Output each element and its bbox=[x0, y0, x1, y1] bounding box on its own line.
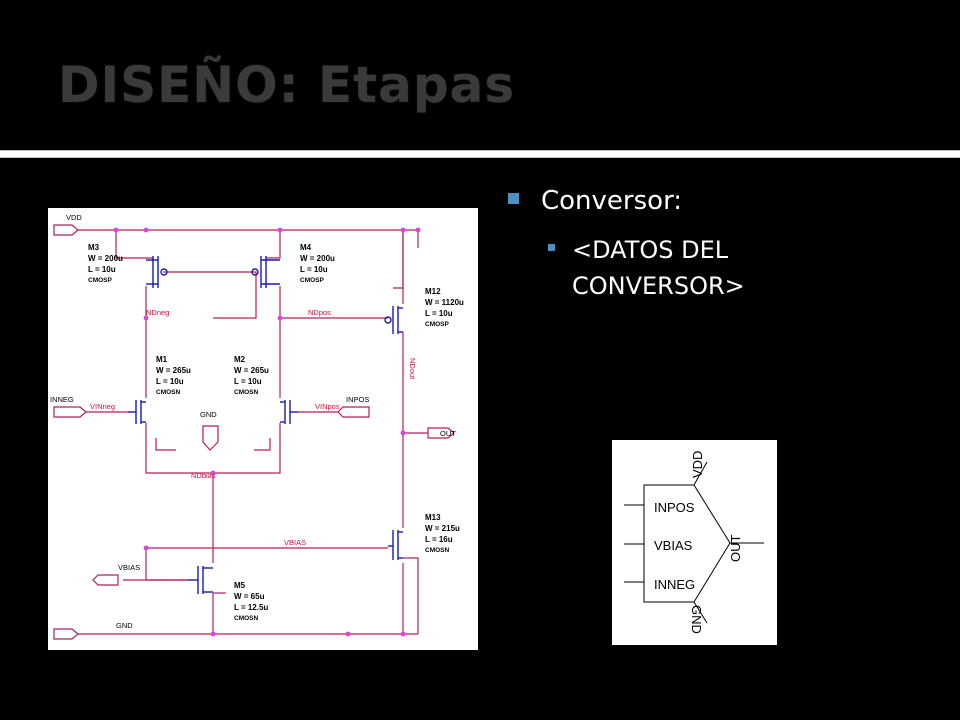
svg-text:CMOSN: CMOSN bbox=[234, 615, 259, 622]
symbol-label-gnd: GND bbox=[689, 605, 704, 634]
svg-text:W = 200u: W = 200u bbox=[88, 254, 123, 263]
junction-dots bbox=[113, 227, 421, 637]
sub-bullet-datos-text: <DATOS DEL CONVERSOR> bbox=[572, 236, 745, 300]
pin-label-vdd: VDD bbox=[66, 213, 82, 222]
bullet-conversor-text: Conversor: bbox=[541, 186, 683, 216]
pins bbox=[53, 224, 455, 640]
sub-bullet-square-icon bbox=[548, 244, 555, 251]
pin-label-gnd-symbol: GND bbox=[200, 410, 217, 419]
net-label-ndbias: NDbias bbox=[191, 471, 216, 480]
pin-label-out: OUT bbox=[440, 429, 456, 438]
svg-text:CMOSN: CMOSN bbox=[234, 389, 259, 396]
svg-text:CMOSP: CMOSP bbox=[88, 277, 113, 284]
svg-text:M3: M3 bbox=[88, 243, 100, 252]
wires bbox=[78, 229, 428, 635]
m1-params: M1 W = 265u L = 10u CMOSN bbox=[156, 355, 191, 396]
svg-text:L = 10u: L = 10u bbox=[88, 265, 116, 274]
svg-text:W = 1120u: W = 1120u bbox=[425, 298, 464, 307]
svg-text:W = 265u: W = 265u bbox=[156, 366, 191, 375]
svg-text:L = 16u: L = 16u bbox=[425, 535, 453, 544]
slide-title: DISEÑO: Etapas bbox=[58, 56, 516, 114]
block-symbol-outline bbox=[624, 461, 764, 624]
title-separator bbox=[0, 150, 960, 158]
title-bar: DISEÑO: Etapas bbox=[0, 0, 960, 150]
m3-params: M3 W = 200u L = 10u CMOSP bbox=[88, 243, 123, 284]
opamp-block-symbol: INPOS VBIAS INNEG OUT VDD GND bbox=[612, 440, 777, 645]
symbol-label-inneg: INNEG bbox=[654, 577, 695, 592]
net-label-vbias: VBIAS bbox=[284, 538, 306, 547]
svg-text:L = 10u: L = 10u bbox=[425, 309, 453, 318]
pin-label-vbias: VBIAS bbox=[118, 563, 140, 572]
svg-text:M12: M12 bbox=[425, 287, 441, 296]
net-label-vinpos: VINpos bbox=[315, 402, 340, 411]
pin-label-inneg: INNEG bbox=[50, 395, 74, 404]
svg-text:L = 10u: L = 10u bbox=[300, 265, 328, 274]
op-amp-schematic: NDneg NDpos NDout VINneg VINpos NDbias V… bbox=[48, 208, 478, 650]
pin-label-inpos: INPOS bbox=[346, 395, 369, 404]
bullet-square-icon bbox=[508, 193, 519, 204]
svg-text:W = 200u: W = 200u bbox=[300, 254, 335, 263]
svg-text:M4: M4 bbox=[300, 243, 312, 252]
sub-bullet-datos: <DATOS DEL CONVERSOR> bbox=[548, 232, 868, 304]
svg-text:L = 10u: L = 10u bbox=[234, 377, 262, 386]
symbol-label-vdd: VDD bbox=[690, 451, 705, 478]
svg-text:M1: M1 bbox=[156, 355, 168, 364]
svg-text:W = 215u: W = 215u bbox=[425, 524, 460, 533]
m4-params: M4 W = 200u L = 10u CMOSP bbox=[300, 243, 335, 284]
symbol-label-vbias: VBIAS bbox=[654, 538, 693, 553]
svg-text:CMOSN: CMOSN bbox=[425, 547, 450, 554]
svg-text:W = 265u: W = 265u bbox=[234, 366, 269, 375]
svg-text:CMOSP: CMOSP bbox=[300, 277, 325, 284]
pin-label-gnd: GND bbox=[116, 621, 133, 630]
symbol-label-inpos: INPOS bbox=[654, 500, 695, 515]
m2-params: M2 W = 265u L = 10u CMOSN bbox=[234, 355, 269, 396]
m12-params: M12 W = 1120u L = 10u CMOSP bbox=[425, 287, 464, 328]
svg-text:W = 65u: W = 65u bbox=[234, 592, 265, 601]
net-label-vinneg: VINneg bbox=[90, 402, 115, 411]
m5-params: M5 W = 65u L = 12.5u CMOSN bbox=[234, 581, 268, 622]
net-label-ndout: NDout bbox=[408, 358, 417, 380]
m13-params: M13 W = 215u L = 16u CMOSN bbox=[425, 513, 460, 554]
svg-text:L = 10u: L = 10u bbox=[156, 377, 184, 386]
svg-text:M2: M2 bbox=[234, 355, 246, 364]
net-label-ndpos: NDpos bbox=[308, 308, 331, 317]
svg-text:M13: M13 bbox=[425, 513, 441, 522]
svg-text:CMOSN: CMOSN bbox=[156, 389, 181, 396]
bullet-conversor: Conversor: bbox=[508, 186, 682, 216]
transistor-symbols bbox=[128, 256, 403, 594]
symbol-label-out: OUT bbox=[728, 535, 743, 563]
net-label-ndneg: NDneg bbox=[146, 308, 169, 317]
svg-text:M5: M5 bbox=[234, 581, 246, 590]
svg-text:L = 12.5u: L = 12.5u bbox=[234, 603, 268, 612]
svg-text:CMOSP: CMOSP bbox=[425, 321, 450, 328]
